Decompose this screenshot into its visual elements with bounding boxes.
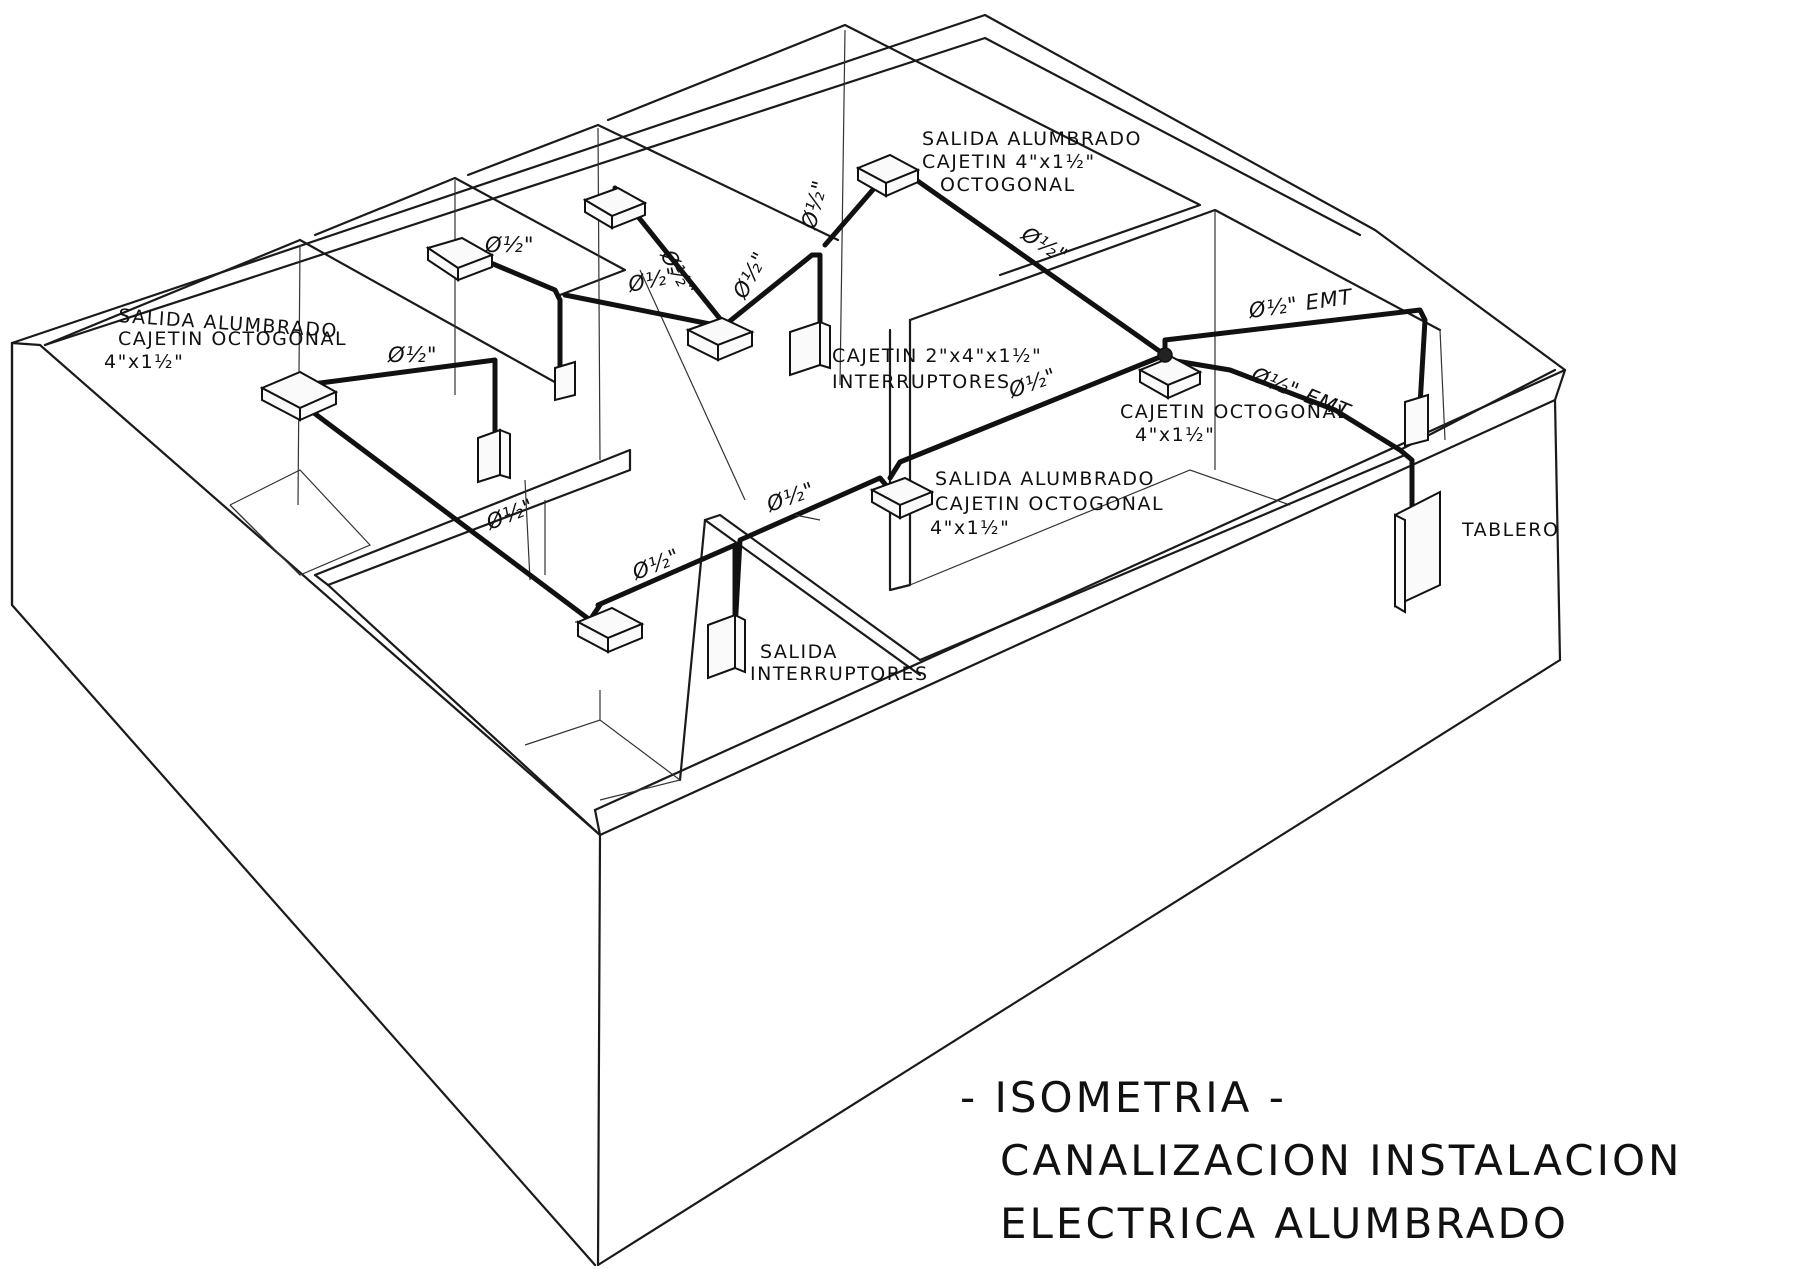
lower-octagonal-box	[575, 606, 645, 654]
pipe-size-1: Ø½"	[387, 343, 438, 367]
conduit-lower-light-to-mid	[595, 475, 893, 633]
cajetin-oct-line2: 4"x1½"	[1135, 424, 1215, 446]
room2-light-box	[425, 236, 495, 282]
conduit-room2-light	[457, 247, 563, 373]
mid-octagonal-box	[869, 476, 935, 520]
interruptor-box-2x4	[789, 320, 831, 377]
title-block: - ISOMETRIA - CANALIZACION INSTALACION E…	[960, 1073, 1682, 1248]
salida-top-line3: OCTOGONAL	[940, 174, 1076, 196]
left-octagonal-box	[259, 370, 339, 422]
building-walls	[10, 13, 1567, 1267]
salida-mid-line1: SALIDA ALUMBRADO	[935, 468, 1155, 490]
octagonal-junction-box	[1137, 347, 1203, 400]
conduit-top-to-octagonal	[892, 162, 1168, 358]
right-switch-box	[1404, 393, 1429, 448]
salida-int-line1: SALIDA	[760, 641, 838, 663]
conduit-left-light-to-switch	[302, 357, 498, 443]
pipe-size-6: Ø½"	[796, 177, 832, 232]
salida-left-line2: CAJETIN OCTOGONAL	[118, 328, 347, 350]
pipe-size-8: Ø½"	[1005, 363, 1061, 403]
conduit-junction-to-box	[562, 292, 718, 328]
salida-top-line1: SALIDA ALUMBRADO	[922, 128, 1142, 150]
conduit-left-to-lower-light	[287, 392, 603, 623]
salida-int-line2: INTERRUPTORES	[750, 663, 929, 685]
salida-left-line3: 4"x1½"	[104, 351, 184, 373]
room3-light-box	[582, 186, 648, 230]
conduit-to-riser	[722, 252, 823, 338]
left-switch-box	[477, 428, 511, 484]
title-line1: - ISOMETRIA -	[960, 1073, 1287, 1122]
central-box	[685, 316, 755, 362]
pipe-size-7: Ø½"	[1017, 221, 1073, 268]
conduit-octagonal-to-tablero	[1167, 357, 1415, 523]
tablero-panel	[1394, 490, 1441, 614]
salida-top-line2: CAJETIN 4"x1½"	[922, 151, 1096, 173]
salida-mid-line2: CAJETIN OCTOGONAL	[935, 493, 1164, 515]
electrical-boxes	[259, 153, 1441, 680]
conduit-octagonal-to-right-switch	[1162, 307, 1428, 408]
title-line2: CANALIZACION INSTALACION	[1000, 1136, 1682, 1185]
cajetin-int-line1: CAJETIN 2"x4"x1½"	[832, 345, 1042, 367]
tablero-label: TABLERO	[1461, 519, 1559, 541]
pipe-size-2: Ø½"	[484, 233, 535, 257]
cajetin-oct-line1: CAJETIN OCTOGONAL	[1120, 401, 1349, 423]
top-octagonal-box	[855, 153, 921, 198]
pipe-size-11: Ø½"	[482, 494, 538, 535]
title-line3: ELECTRICA ALUMBRADO	[1000, 1199, 1569, 1248]
salida-mid-line3: 4"x1½"	[930, 517, 1010, 539]
conduit-mid-to-octagonal	[887, 352, 1168, 481]
room2-switch-box	[554, 360, 576, 402]
salida-interruptores-box	[707, 613, 746, 680]
cajetin-int-line2: INTERRUPTORES	[832, 371, 1011, 393]
conduit-runs	[287, 162, 1428, 633]
